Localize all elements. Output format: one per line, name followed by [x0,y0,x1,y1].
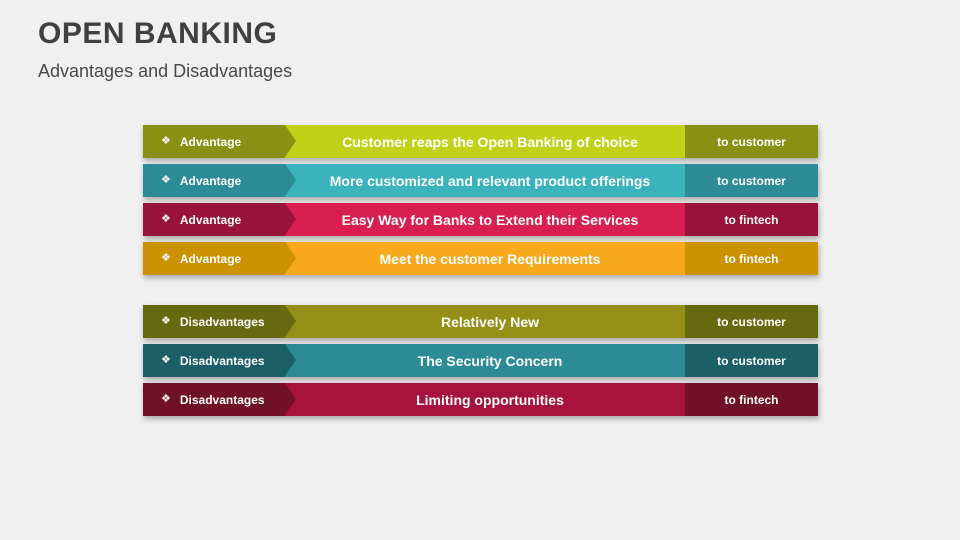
row-target-segment: to fintech [685,383,818,416]
row-description-segment: Limiting opportunities [285,383,685,416]
row-description-segment: More customized and relevant product off… [285,164,685,197]
diagram-row[interactable]: ❖ Disadvantages Relatively New to customer [143,305,818,338]
row-target-label: to fintech [724,392,779,407]
row-category-label: Disadvantages [179,392,265,407]
row-target-label: to customer [717,134,786,149]
row-description-segment: Easy Way for Banks to Extend their Servi… [285,203,685,236]
row-category-segment: ❖ Disadvantages [143,305,296,338]
row-target-label: to customer [717,353,786,368]
diagram-row[interactable]: ❖ Advantage More customized and relevant p… [143,164,818,197]
diamond-bullet-icon: ❖ [161,252,171,264]
row-category-label: Advantage [179,212,242,227]
diamond-bullet-icon: ❖ [161,393,171,405]
row-target-segment: to customer [685,344,818,377]
row-category-label: Disadvantages [179,353,265,368]
row-category-label: Disadvantages [179,314,265,329]
row-category-segment: ❖ Disadvantages [143,344,296,377]
row-target-label: to customer [717,314,786,329]
row-target-segment: to fintech [685,242,818,275]
diamond-bullet-icon: ❖ [161,135,171,147]
row-target-segment: to customer [685,305,818,338]
diagram-row[interactable]: ❖ Advantage Easy Way for Banks to Extend t… [143,203,818,236]
row-target-segment: to customer [685,164,818,197]
row-target-label: to customer [717,173,786,188]
diagram-row[interactable]: ❖ Disadvantages The Security Concern to cus… [143,344,818,377]
row-description-label: Customer reaps the Open Banking of choic… [342,133,638,150]
diagram-row[interactable]: ❖ Advantage Customer reaps the Open Bankin… [143,125,818,158]
advantages-group: ❖ Advantage Customer reaps the Open Bankin… [143,125,818,275]
row-target-label: to fintech [724,251,779,266]
row-description-label: Meet the customer Requirements [379,250,601,267]
row-category-segment: ❖ Advantage [143,242,296,275]
diagram-row[interactable]: ❖ Disadvantages Limiting opportunities to f… [143,383,818,416]
diamond-bullet-icon: ❖ [161,354,171,366]
row-category-segment: ❖ Disadvantages [143,383,296,416]
row-category-label: Advantage [179,251,242,266]
row-category-label: Advantage [179,134,242,149]
row-description-segment: The Security Concern [285,344,685,377]
row-category-segment: ❖ Advantage [143,203,296,236]
row-category-label: Advantage [179,173,242,188]
row-target-segment: to fintech [685,203,818,236]
row-target-label: to fintech [724,212,779,227]
diamond-bullet-icon: ❖ [161,213,171,225]
row-description-segment: Customer reaps the Open Banking of choic… [285,125,685,158]
row-description-label: More customized and relevant product off… [329,172,651,189]
row-description-segment: Meet the customer Requirements [285,242,685,275]
page-title: OPEN BANKING [38,17,278,50]
diagram-row[interactable]: ❖ Advantage Meet the customer Requirements… [143,242,818,275]
row-category-segment: ❖ Advantage [143,125,296,158]
diamond-bullet-icon: ❖ [161,315,171,327]
diamond-bullet-icon: ❖ [161,174,171,186]
row-category-segment: ❖ Advantage [143,164,296,197]
row-description-label: Easy Way for Banks to Extend their Servi… [341,211,639,228]
header: OPEN BANKING Advantages and Disadvantage… [38,14,898,84]
row-target-segment: to customer [685,125,818,158]
row-description-label: Limiting opportunities [416,391,564,408]
row-description-label: Relatively New [440,313,540,330]
row-description-segment: Relatively New [285,305,685,338]
row-description-label: The Security Concern [417,352,563,369]
page-subtitle: Advantages and Disadvantages [38,61,293,81]
